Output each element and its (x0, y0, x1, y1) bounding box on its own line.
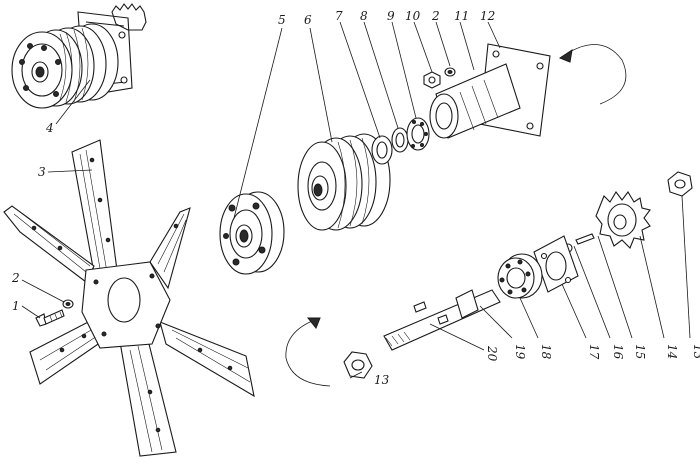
callout-1: 1 (12, 299, 20, 313)
bracket-housing (429, 43, 551, 139)
callout-20: 20 (485, 345, 499, 362)
nut-right (667, 171, 693, 197)
callout-14: 14 (665, 344, 679, 359)
bearing-flange (533, 235, 579, 293)
gear (595, 191, 651, 249)
rotation-arrow-bottom (285, 317, 331, 387)
fan-assembly (3, 139, 255, 457)
assembled-pulley-unit (11, 3, 147, 109)
shaft-bearing (497, 253, 543, 299)
ball-bearing (406, 117, 430, 151)
callout-13: 13 (374, 373, 390, 387)
bolt (35, 309, 65, 327)
pin (575, 233, 595, 245)
callout-19: 19 (513, 344, 527, 360)
callout-17: 17 (587, 344, 601, 360)
callout-9: 9 (387, 9, 395, 23)
washer-top (444, 67, 456, 77)
rotation-arrow-top (558, 44, 627, 105)
washer (62, 299, 74, 309)
callout-13: 13 (691, 344, 700, 360)
shaft (383, 289, 501, 351)
callout-5: 5 (278, 13, 286, 27)
callout-15: 15 (633, 344, 647, 359)
callout-18: 18 (539, 344, 553, 360)
callout-16: 16 (611, 344, 625, 360)
callout-6: 6 (304, 13, 312, 27)
callout-labels: 1 2 2 3 4 5 6 7 8 9 10 11 12 13 13 14 15… (11, 9, 700, 387)
oil-seal (371, 135, 393, 165)
nut-bottom (343, 351, 373, 379)
callout-12: 12 (480, 9, 495, 23)
callout-7: 7 (335, 9, 343, 23)
fan-pulley (219, 191, 285, 275)
callout-4: 4 (45, 121, 54, 135)
nut-top (423, 71, 441, 89)
spacer-ring (391, 127, 409, 153)
callout-3: 3 (38, 165, 46, 179)
callout-2: 2 (11, 271, 20, 285)
callout-8: 8 (360, 9, 368, 23)
callout-10: 10 (405, 9, 421, 23)
callout-11: 11 (454, 9, 469, 23)
leader-lines (21, 21, 691, 379)
callout-2: 2 (431, 9, 440, 23)
